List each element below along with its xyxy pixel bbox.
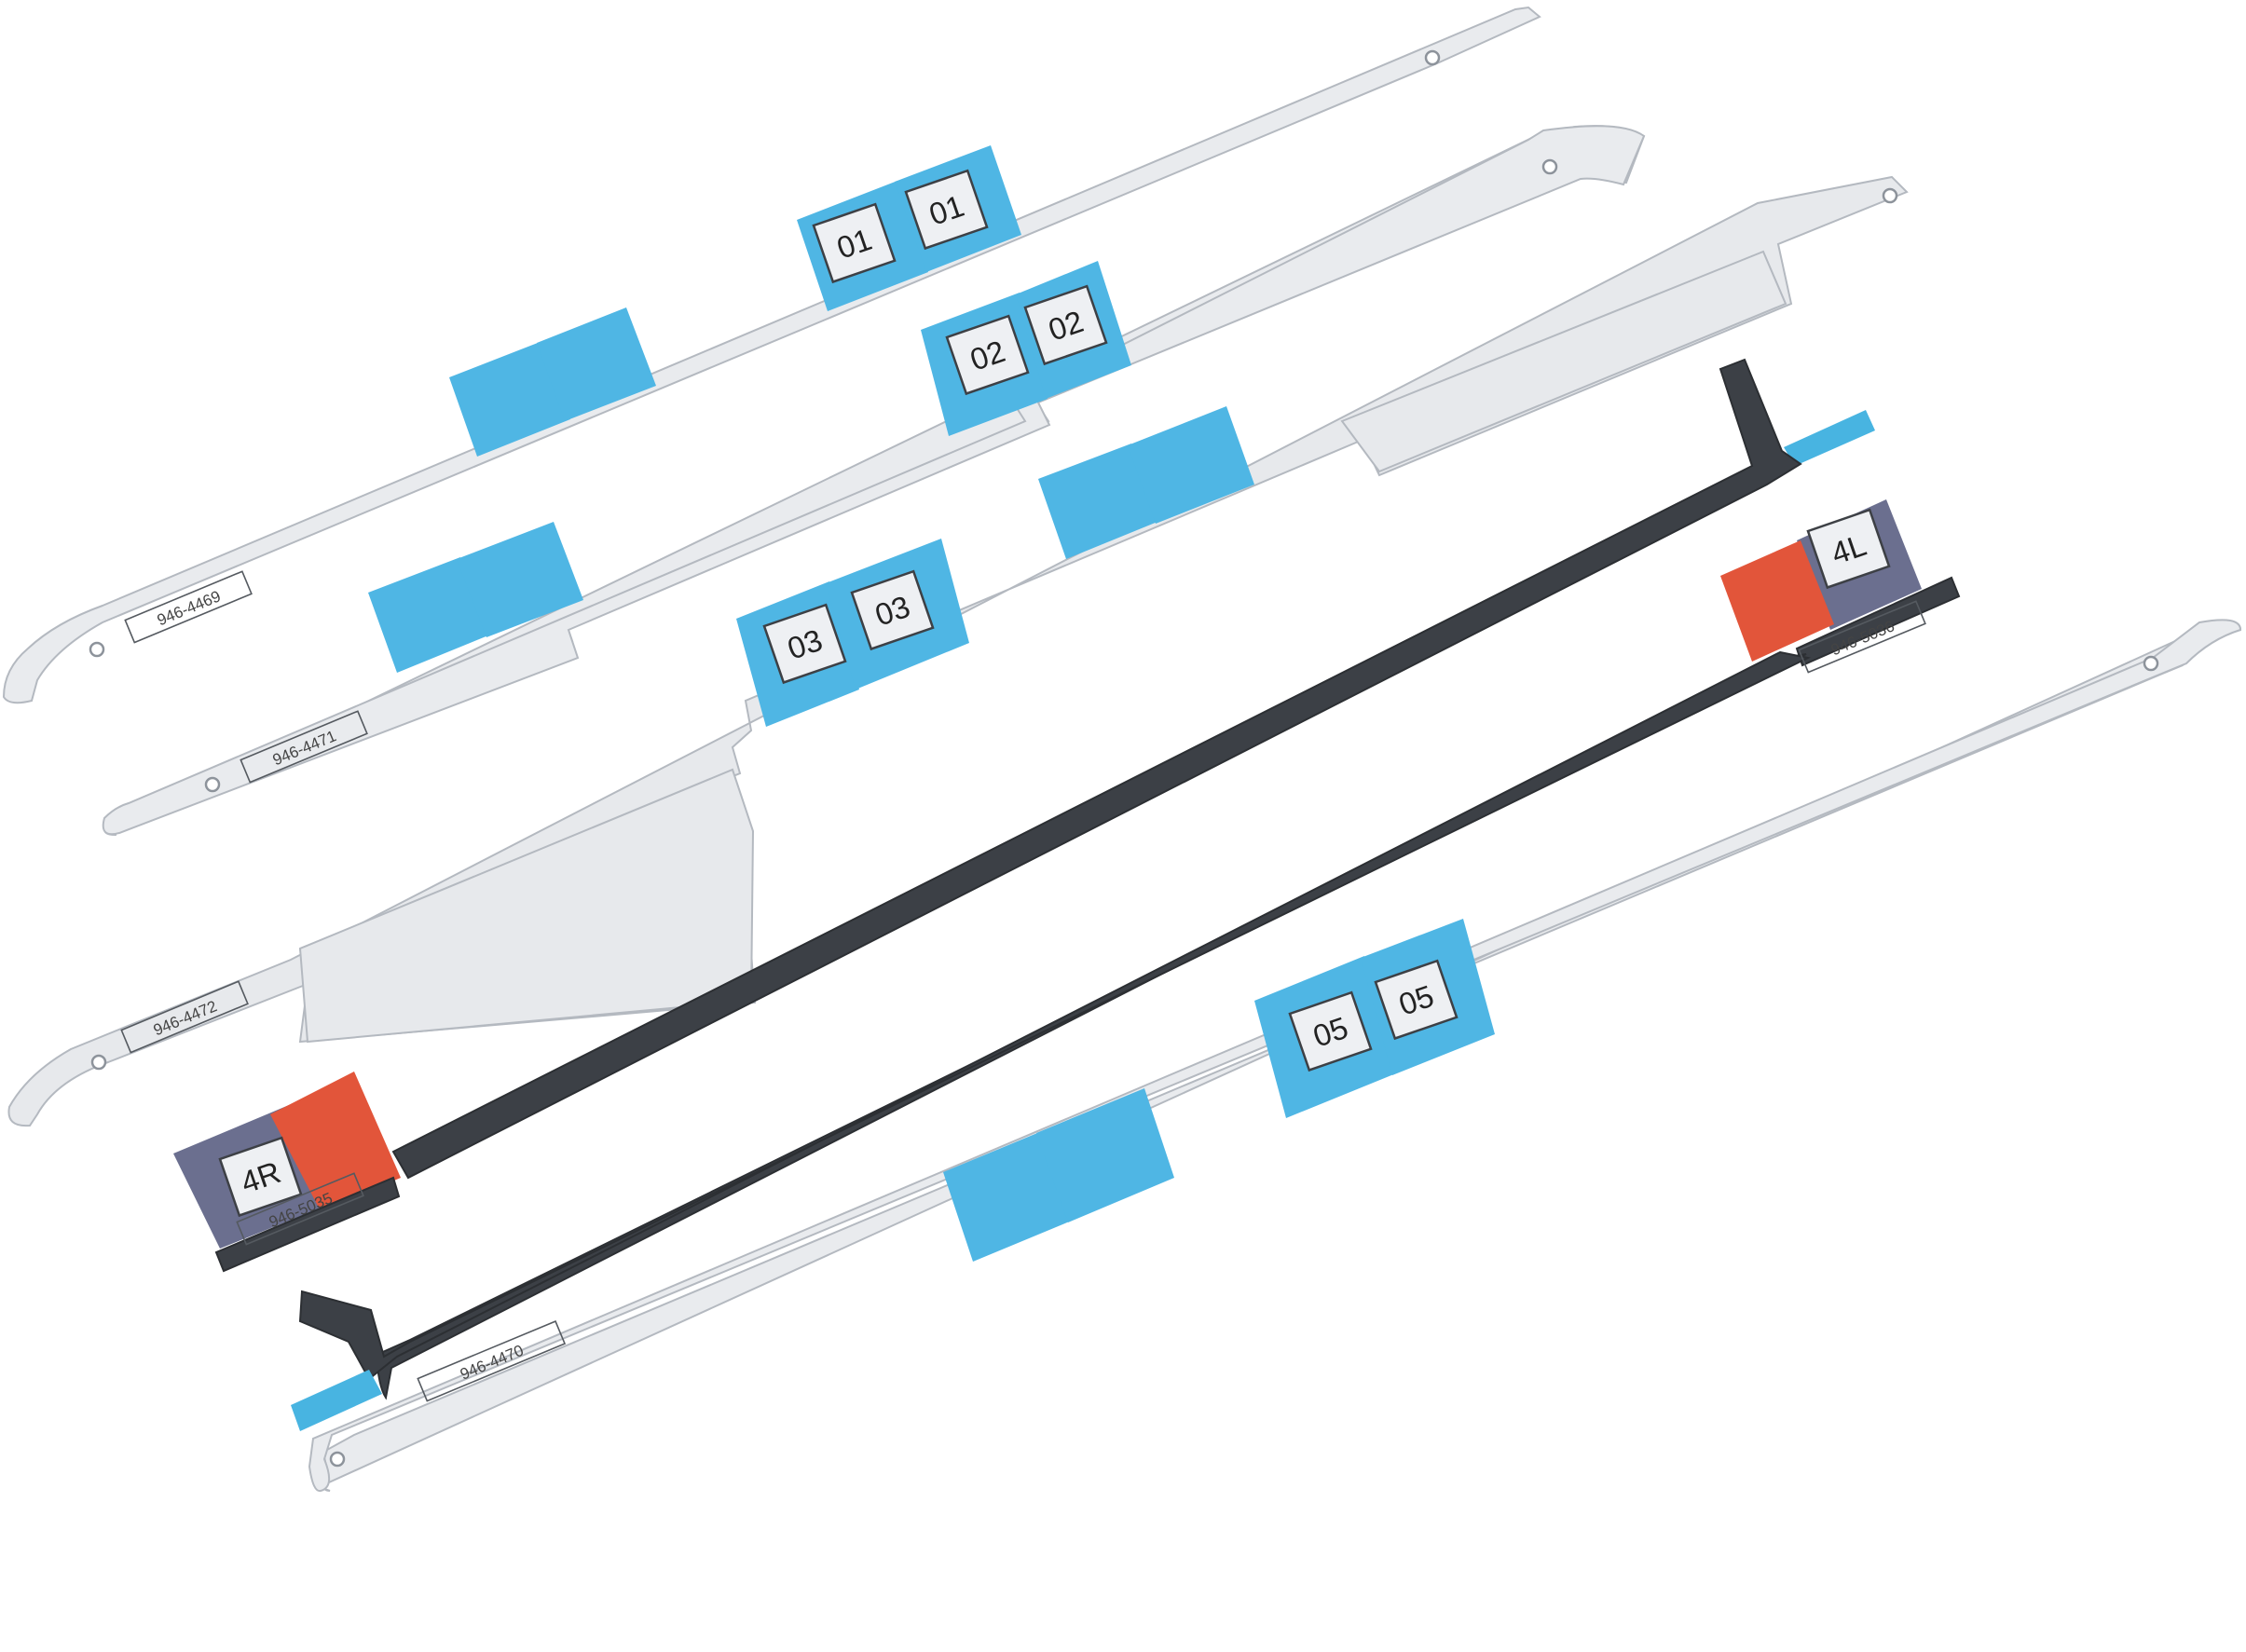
- strip-05-blue-tab-b: [1036, 1088, 1174, 1222]
- strip-05-liner-body: [308, 619, 2242, 1493]
- strip-4R-red-tab: [270, 1072, 401, 1211]
- strip-05-part-box: [417, 1320, 567, 1402]
- strip-02-blue-tab-a: [368, 557, 488, 673]
- strip-02-hole-right: [1541, 158, 1558, 175]
- strip-01-label-box-a: [812, 202, 897, 284]
- strip-4L-label-box: [1806, 508, 1891, 590]
- strip-4L-part-box: [1798, 600, 1926, 674]
- strip-05: 05 05 946-4470: [308, 619, 2242, 1493]
- strip-4L-foam: [375, 653, 1807, 1400]
- strip-4R-part-box: [236, 1172, 364, 1246]
- strip-05-blue-tab-a: [943, 1131, 1072, 1262]
- strip-03-panel-upper: [1340, 250, 1787, 473]
- strip-4L-red-tab: [1720, 540, 1834, 662]
- strip-01-blue-tab-a: [449, 341, 570, 457]
- strip-01-part-box: [124, 570, 253, 644]
- strip-03: 03 03 946-4472: [7, 175, 1909, 1127]
- strip-4R-base: [214, 1176, 401, 1273]
- strip-02-blue-tab-b: [457, 522, 583, 637]
- strip-05-label-tabs: 05 05: [1254, 919, 1495, 1118]
- strip-01-blue-tab-b: [537, 307, 656, 421]
- strip-02-label-box-b: [1023, 284, 1108, 366]
- strip-4L-cyan-tip: [291, 1370, 382, 1431]
- strip-01: 01 01 946-4469: [2, 6, 1541, 704]
- strip-02-blue-tab-pair: [368, 522, 583, 673]
- strip-05-label-box-b: [1374, 959, 1459, 1041]
- strip-05-label-box-a: [1288, 990, 1373, 1072]
- strip-02-hole-left: [204, 776, 221, 793]
- strip-05-blue-tab-pair: [943, 1088, 1174, 1262]
- strip-01-hole-right: [1424, 49, 1441, 66]
- strip-4R-label-box: [218, 1136, 303, 1218]
- strip-03-blue-tab-pair: [1038, 406, 1254, 559]
- strip-4R: 4R 946-5035: [173, 358, 1875, 1273]
- strip-01-label-tabs: 01 01: [797, 145, 1021, 311]
- strip-03-hole-left: [90, 1054, 107, 1071]
- strip-05-hole-left: [329, 1451, 346, 1468]
- strip-02: 02 02 946-4471: [102, 125, 1646, 837]
- strip-03-blue-tab-a: [1038, 444, 1157, 559]
- strip-01-liner: [2, 6, 1541, 704]
- strip-02-part-box: [240, 710, 368, 784]
- strip-03-label-box-a: [762, 603, 847, 685]
- strip-4R-foam: [391, 358, 1802, 1180]
- strip-03-hole-right: [1882, 187, 1898, 204]
- strip-01-label-box-b: [904, 169, 989, 251]
- strip-03-blue-tab-b: [1128, 406, 1254, 524]
- strip-03-panel-lower: [298, 768, 755, 1044]
- strip-4L-foam-body: [298, 650, 1812, 1381]
- strip-02-liner-body: [102, 125, 1646, 836]
- strip-03-label-box-b: [850, 569, 935, 651]
- strip-01-blue-tab-pair: [449, 307, 656, 457]
- strip-03-label-tabs: 03 03: [736, 539, 969, 727]
- strip-02-label-tabs: 02 02: [921, 261, 1131, 436]
- strip-03-part-box: [120, 980, 249, 1054]
- strip-05-hole-right: [2143, 655, 2159, 672]
- strip-02-label-box-a: [945, 314, 1030, 396]
- strip-4L: 4L 946-5036: [291, 499, 1961, 1431]
- strip-01-hole-left: [89, 641, 105, 658]
- strip-4R-cyan-tip: [1784, 410, 1875, 466]
